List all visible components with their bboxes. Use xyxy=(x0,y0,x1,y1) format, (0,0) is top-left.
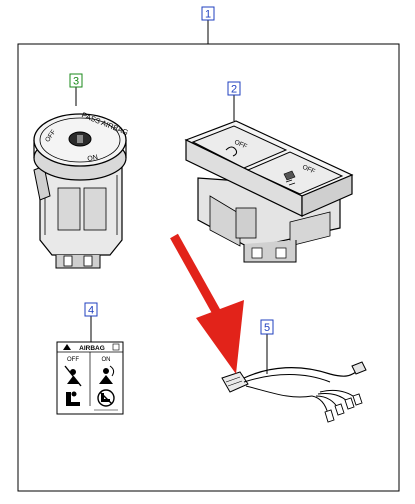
child-seat-icon xyxy=(66,391,80,406)
airbag-off-icon xyxy=(64,365,82,387)
callout-4-label: 4 xyxy=(88,305,94,317)
callout-1-label: 1 xyxy=(205,9,211,21)
callout-4: 4 xyxy=(84,302,98,317)
airbag-switch-on-text: ON xyxy=(87,154,99,163)
wiring-harness xyxy=(221,334,367,423)
callout-2: 2 xyxy=(227,81,241,96)
label-card-off: OFF xyxy=(67,357,79,363)
callout-5: 5 xyxy=(260,319,274,335)
callout-2-label: 2 xyxy=(231,84,237,96)
airbag-warning-label: AIRBAG OFF ON xyxy=(56,316,124,415)
label-card-on: ON xyxy=(102,357,111,363)
label-card-title: AIRBAG xyxy=(79,345,105,352)
callout-3: 3 xyxy=(69,73,83,88)
red-arrow-annotation xyxy=(170,233,244,374)
left-button-off-text: OFF xyxy=(233,139,248,151)
callout-3-label: 3 xyxy=(73,76,79,88)
callout-1: 1 xyxy=(201,6,215,21)
no-child-seat-icon xyxy=(97,389,115,407)
dual-switch-block: OFF OFF xyxy=(184,95,354,263)
right-button-off-text: OFF xyxy=(301,164,316,176)
airbag-key-switch: PASS AIRBAG OFF ON xyxy=(33,87,130,269)
airbag-on-icon xyxy=(99,365,115,384)
callout-5-label: 5 xyxy=(264,322,270,334)
